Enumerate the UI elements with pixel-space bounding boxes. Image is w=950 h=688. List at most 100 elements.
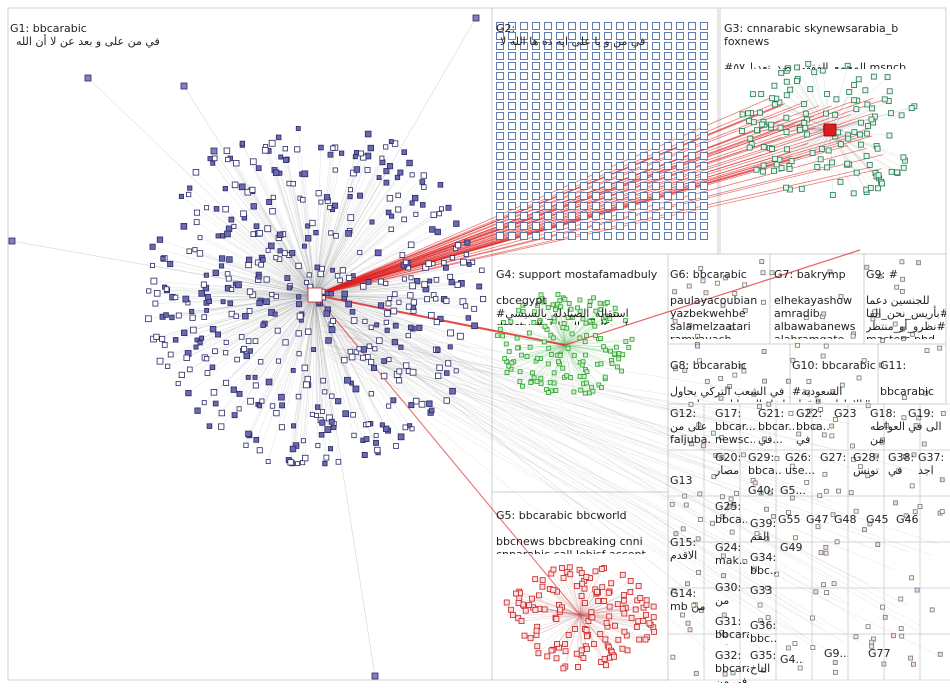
node — [583, 627, 590, 633]
edge — [148, 290, 316, 296]
node — [397, 169, 404, 176]
node — [604, 62, 612, 70]
node — [290, 367, 296, 373]
g4x-title: G4... — [780, 653, 804, 666]
edge — [564, 317, 573, 346]
node — [544, 72, 552, 80]
g19-keywords: الى في — [908, 420, 942, 433]
edge — [314, 294, 317, 416]
node — [538, 375, 544, 381]
node — [538, 292, 544, 298]
edge — [314, 147, 336, 296]
node — [621, 610, 628, 617]
node — [238, 183, 246, 191]
edge — [548, 307, 566, 346]
group-label-g21: G21:bbcar... في... — [758, 407, 794, 451]
node — [249, 186, 256, 193]
node — [604, 162, 612, 170]
edge — [320, 297, 908, 606]
node — [797, 126, 804, 133]
edge — [314, 282, 452, 296]
node — [180, 223, 188, 230]
node — [640, 152, 648, 160]
edge — [314, 294, 377, 443]
node — [676, 82, 684, 90]
node — [263, 298, 270, 306]
node — [532, 212, 540, 220]
node — [899, 633, 905, 639]
node — [506, 363, 512, 369]
node — [516, 307, 522, 313]
node — [640, 52, 648, 60]
node — [314, 413, 319, 418]
edge — [304, 173, 316, 296]
g22-title: G22: — [796, 407, 823, 420]
node — [609, 361, 615, 366]
node — [350, 317, 358, 324]
node — [532, 182, 540, 190]
node — [884, 74, 891, 81]
node — [213, 206, 220, 212]
node — [580, 162, 588, 170]
node — [640, 232, 648, 240]
node — [623, 318, 628, 324]
node — [568, 92, 576, 100]
edge — [317, 313, 934, 477]
node — [750, 119, 757, 126]
node — [673, 366, 678, 372]
g39-title: G39: — [750, 517, 777, 530]
node — [496, 172, 504, 180]
node — [556, 82, 564, 90]
group-label-g34: G34:bbc... — [750, 551, 778, 581]
g12-title: G12: — [670, 407, 697, 420]
node — [829, 423, 835, 429]
node — [726, 503, 732, 509]
node — [680, 526, 686, 532]
node — [676, 202, 684, 210]
node — [273, 293, 279, 300]
node — [568, 52, 576, 60]
edge — [175, 294, 316, 298]
node — [388, 226, 394, 232]
node — [318, 199, 324, 205]
node — [551, 370, 557, 376]
node — [388, 139, 394, 144]
g32-title: G32: — [715, 649, 742, 662]
node — [739, 363, 745, 369]
node — [463, 251, 469, 257]
node — [520, 309, 526, 314]
edge — [341, 300, 852, 606]
node — [584, 369, 590, 375]
node — [197, 340, 203, 346]
node — [844, 62, 851, 69]
node — [163, 286, 170, 292]
node — [532, 172, 540, 180]
node — [688, 22, 696, 30]
node — [185, 191, 192, 198]
edge — [350, 344, 823, 629]
node — [688, 212, 696, 220]
node — [804, 131, 810, 138]
node — [460, 258, 467, 266]
edge — [829, 129, 904, 158]
node — [700, 152, 708, 160]
node — [615, 364, 620, 370]
node — [444, 370, 450, 376]
node — [664, 232, 672, 240]
edge — [366, 336, 787, 670]
node — [720, 553, 726, 559]
node — [898, 626, 904, 631]
node — [374, 322, 380, 328]
edge — [314, 229, 392, 296]
node — [544, 32, 552, 40]
node — [384, 327, 390, 333]
node — [568, 112, 576, 120]
edge — [579, 614, 607, 666]
edge — [565, 614, 581, 667]
node — [286, 285, 292, 291]
node — [929, 607, 935, 613]
node — [401, 149, 408, 155]
node — [850, 456, 856, 462]
node — [407, 292, 414, 299]
edge — [225, 188, 316, 296]
